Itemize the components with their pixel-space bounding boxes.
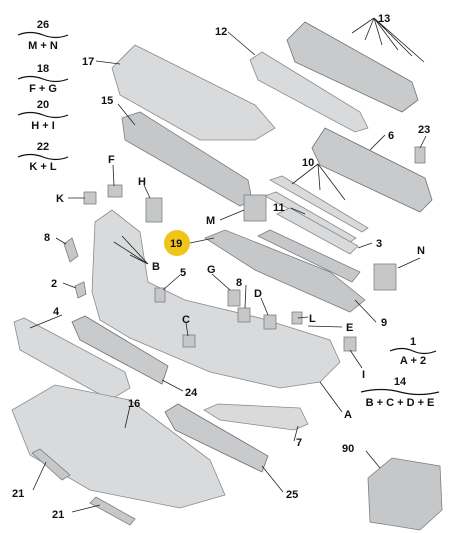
part-F-clip <box>107 184 123 198</box>
callout-K: K <box>56 193 64 205</box>
part-90-clip-kit <box>367 457 443 531</box>
callout-B: B <box>152 261 160 273</box>
part-13-upper-grille <box>286 21 419 113</box>
part-N-bracket <box>373 263 397 291</box>
part-8-side-trim <box>63 237 79 263</box>
callout-8-left: 8 <box>44 232 50 244</box>
callout-N: N <box>417 245 425 257</box>
part-M-bracket <box>243 194 267 222</box>
callout-4: 4 <box>53 306 60 318</box>
callout-L: L <box>309 313 316 325</box>
legend-20-formula: H + I <box>31 120 55 132</box>
part-4-lower-strip <box>13 317 131 401</box>
part-undertray <box>11 384 226 509</box>
part-K-clip <box>83 191 97 205</box>
part-21-strip-right <box>89 496 136 526</box>
legend-20: 20 H + I <box>17 99 69 132</box>
legend-18-number: 18 <box>37 63 49 75</box>
part-23-clip <box>414 146 426 164</box>
part-I-bracket <box>343 336 357 352</box>
callout-7: 7 <box>296 437 302 449</box>
part-A-bumper-cover <box>91 209 341 389</box>
part-25-lower-grille <box>164 403 269 473</box>
legend-20-separator <box>17 111 69 119</box>
legend-20-number: 20 <box>37 99 49 111</box>
legend-18-separator <box>17 75 69 83</box>
callout-E: E <box>346 322 353 334</box>
callout-C: C <box>182 314 190 326</box>
legend-22-number: 22 <box>37 141 49 153</box>
callout-D: D <box>254 288 262 300</box>
callout-8-center: 8 <box>236 277 242 289</box>
legend-22-separator <box>17 153 69 161</box>
legend-14-formula: B + C + D + E <box>366 397 435 409</box>
callout-A: A <box>344 409 352 421</box>
legend-1-formula: A + 2 <box>400 355 426 367</box>
callout-13: 13 <box>378 13 390 25</box>
callout-5: 5 <box>180 267 186 279</box>
part-19-foam <box>204 229 366 313</box>
legend-18: 18 F + G <box>17 63 69 95</box>
legend-14-separator <box>360 388 440 396</box>
part-2-clip <box>74 281 87 299</box>
part-C-clip <box>182 334 196 348</box>
callout-12: 12 <box>215 26 227 38</box>
part-12-grille-frame <box>249 51 369 133</box>
callout-23: 23 <box>418 124 430 136</box>
part-10-trim-strip <box>269 175 369 233</box>
legend-26-number: 26 <box>37 19 49 31</box>
part-G-clip <box>227 289 241 307</box>
callout-2: 2 <box>51 278 57 290</box>
part-8-cap <box>237 307 251 323</box>
part-21-strip-left <box>31 448 71 481</box>
legend-18-formula: F + G <box>29 83 57 95</box>
legend-22-formula: K + L <box>29 161 56 173</box>
part-D-cap <box>263 314 277 330</box>
callout-19: 19 <box>170 238 182 250</box>
part-24-lower-grille <box>71 315 169 385</box>
legend-1: 1 A + 2 <box>389 336 437 367</box>
callout-H: H <box>138 176 146 188</box>
part-H-bracket <box>145 197 163 223</box>
callout-I: I <box>362 369 365 381</box>
callout-3: 3 <box>376 238 382 250</box>
callout-24: 24 <box>185 387 198 399</box>
callout-10: 10 <box>302 157 314 169</box>
part-6-grille <box>311 127 433 213</box>
callout-19-highlight <box>164 230 190 256</box>
legend-22: 22 K + L <box>17 141 69 173</box>
legend-1-separator <box>389 347 437 355</box>
callout-90: 90 <box>342 443 354 455</box>
callout-16: 16 <box>128 398 140 410</box>
part-17-upper-cover <box>111 44 276 141</box>
callout-9: 9 <box>381 317 387 329</box>
part-7-lower-trim <box>203 403 309 431</box>
part-11-bracket <box>276 207 359 255</box>
callout-M: M <box>206 215 215 227</box>
callout-11: 11 <box>273 202 285 214</box>
callout-21-left: 21 <box>12 488 24 500</box>
callout-F: F <box>108 154 115 166</box>
callout-25: 25 <box>286 489 298 501</box>
leader-lines <box>29 17 427 513</box>
legend-26-formula: M + N <box>28 40 58 52</box>
callout-labels: 13 12 17 15 6 23 10 F K H M 11 19 3 N 8 … <box>12 13 430 521</box>
legend-26: 26 M + N <box>17 19 69 52</box>
callout-17: 17 <box>82 56 94 68</box>
callout-G: G <box>207 264 216 276</box>
callout-6: 6 <box>388 130 394 142</box>
legend-1-number: 1 <box>410 336 416 348</box>
legend-14-number: 14 <box>394 376 407 388</box>
part-5-clip <box>154 287 166 303</box>
legend-26-separator <box>17 31 69 39</box>
callout-21-bottom: 21 <box>52 509 64 521</box>
part-3-absorber <box>257 229 361 283</box>
callout-15: 15 <box>101 95 113 107</box>
legend-14: 14 B + C + D + E <box>360 376 440 409</box>
